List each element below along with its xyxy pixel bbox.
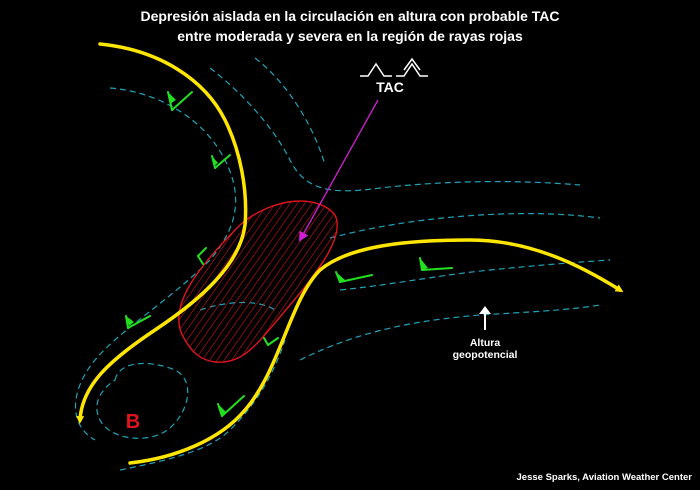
height-label-line1: Altura	[470, 337, 500, 349]
wind-barb-flags	[126, 92, 428, 415]
wind-barb-icon	[263, 337, 279, 346]
jet-stream-west	[76, 42, 248, 424]
turbulence-hatched-area	[178, 200, 338, 363]
wind-barb-flag	[218, 404, 226, 415]
wind-barb-flag	[212, 156, 218, 166]
height-contours	[74, 57, 611, 471]
wind-barb-flag	[168, 92, 176, 104]
wind-barb-icon	[197, 247, 207, 265]
turbulence-region	[178, 200, 338, 363]
diagram-title: Depresión aislada en la circulación en a…	[0, 6, 700, 46]
wind-barb-flag	[420, 258, 428, 270]
title-line-1: Depresión aislada en la circulación en a…	[140, 8, 560, 24]
wind-barb-flag	[126, 316, 134, 326]
contour-outer-north	[209, 67, 581, 192]
contour-east-b	[339, 259, 611, 291]
jet-stream-lines	[76, 42, 624, 465]
contour-east-a	[329, 212, 601, 239]
tac-pointer-arrow	[299, 99, 379, 242]
contour-outer-west	[74, 87, 237, 441]
turbulence-moderate-icon	[360, 62, 392, 77]
height-label-line2: geopotencial	[453, 349, 518, 361]
low-pressure-label: B	[126, 411, 140, 433]
contour-inner-north	[254, 57, 326, 166]
contour-low-ring	[96, 362, 189, 439]
turbulence-symbols	[360, 57, 428, 77]
tac-label: TAC	[376, 79, 404, 95]
turbulence-severe-icon	[396, 57, 428, 77]
contour-east-c	[299, 304, 601, 361]
credit-text: Jesse Sparks, Aviation Weather Center	[517, 472, 693, 483]
contour-south	[119, 339, 286, 471]
title-line-2: entre moderada y severa en la región de …	[177, 28, 523, 44]
wind-barb-icon	[125, 315, 151, 329]
up-arrow-icon	[479, 306, 491, 330]
jet-stream-east	[128, 238, 624, 465]
wind-barb-flag	[336, 272, 345, 282]
